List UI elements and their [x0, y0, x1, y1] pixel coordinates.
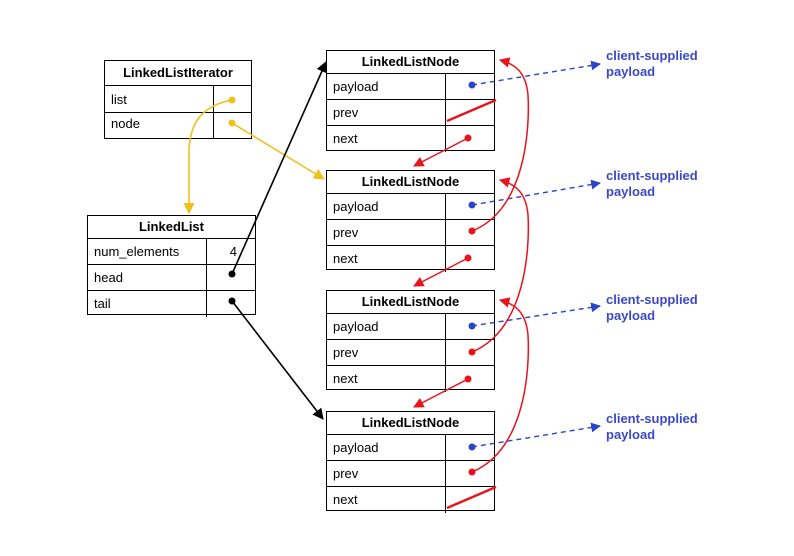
num-elements-value: 4	[229, 244, 237, 259]
node-field-payload: payload	[327, 194, 494, 220]
field-value-cell	[445, 314, 494, 339]
field-value-cell: 4	[206, 239, 255, 264]
node-field-next: next	[327, 366, 494, 392]
node-title: LinkedListNode	[327, 412, 494, 435]
field-value-cell	[213, 113, 251, 139]
field-value-cell	[445, 340, 494, 365]
field-value-cell	[213, 86, 251, 112]
node-field-prev: prev	[327, 461, 494, 487]
field-value-cell	[445, 435, 494, 460]
field-label: prev	[333, 345, 359, 360]
client-payload-label-3: client-supplied payload	[606, 292, 698, 323]
node-field-payload: payload	[327, 314, 494, 340]
linked-list-node-4: LinkedListNode payload prev next	[326, 411, 495, 513]
field-label: payload	[333, 199, 379, 214]
field-value-cell	[445, 100, 494, 125]
field-value-cell	[445, 366, 494, 392]
field-value-cell	[445, 487, 494, 513]
node-field-payload: payload	[327, 74, 494, 100]
node-field-prev: prev	[327, 100, 494, 126]
linked-list-node-2: LinkedListNode payload prev next	[326, 170, 495, 272]
field-label: head	[94, 270, 123, 285]
field-label: payload	[333, 440, 379, 455]
field-value-cell	[206, 291, 255, 317]
field-value-cell	[445, 220, 494, 245]
field-label: prev	[333, 225, 359, 240]
node-title: LinkedListNode	[327, 171, 494, 194]
field-label: prev	[333, 105, 359, 120]
field-value-cell	[445, 246, 494, 272]
node-field-prev: prev	[327, 340, 494, 366]
field-label: payload	[333, 319, 379, 334]
list-field-tail: tail	[88, 291, 255, 317]
client-payload-label-2: client-supplied payload	[606, 168, 698, 199]
field-value-cell	[206, 265, 255, 290]
field-label: next	[333, 251, 358, 266]
node-field-payload: payload	[327, 435, 494, 461]
linked-list-iterator-box: LinkedListIterator list node	[104, 60, 252, 139]
node-title: LinkedListNode	[327, 51, 494, 74]
field-label: payload	[333, 79, 379, 94]
client-payload-label-1: client-supplied payload	[606, 48, 698, 79]
node-field-next: next	[327, 126, 494, 152]
field-label: next	[333, 371, 358, 386]
field-label: next	[333, 492, 358, 507]
list-title: LinkedList	[88, 216, 255, 239]
field-label: tail	[94, 296, 111, 311]
field-label: num_elements	[94, 244, 180, 259]
list-tail-arrow	[231, 300, 324, 420]
list-field-head: head	[88, 265, 255, 291]
list-field-num-elements: num_elements 4	[88, 239, 255, 265]
field-label: prev	[333, 466, 359, 481]
linked-list-node-1: LinkedListNode payload prev next	[326, 50, 495, 152]
field-label: next	[333, 131, 358, 146]
iterator-title: LinkedListIterator	[105, 61, 251, 86]
iterator-field-node: node	[105, 113, 251, 139]
field-value-cell	[445, 461, 494, 486]
field-value-cell	[445, 194, 494, 219]
node-field-next: next	[327, 246, 494, 272]
node-title: LinkedListNode	[327, 291, 494, 314]
field-value-cell	[445, 126, 494, 152]
field-label: node	[111, 116, 140, 131]
client-payload-label-4: client-supplied payload	[606, 411, 698, 442]
iterator-field-list: list	[105, 86, 251, 113]
field-label: list	[111, 92, 127, 107]
node-field-next: next	[327, 487, 494, 513]
node-field-prev: prev	[327, 220, 494, 246]
linked-list-box: LinkedList num_elements 4 head tail	[87, 215, 256, 317]
linked-list-node-3: LinkedListNode payload prev next	[326, 290, 495, 392]
field-value-cell	[445, 74, 494, 99]
